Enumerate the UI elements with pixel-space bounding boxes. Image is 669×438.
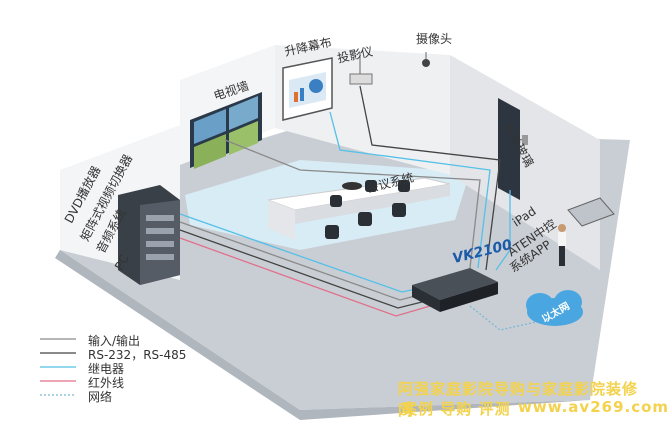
watermark-url: www.av269.com [518, 398, 669, 416]
right-wall [450, 55, 600, 270]
legend-network: 网络 [88, 390, 113, 404]
legend-ir: 红外线 [88, 376, 125, 390]
cables [179, 85, 546, 331]
watermark-tags: 案例 导购 评测 [402, 400, 511, 418]
room-diagram: 电视墙 升降幕布 投影仪 摄像头 开关玻璃 会议系统 DVD播放器 矩阵式视频切… [40, 32, 668, 420]
legend-io: 输入/输出 [88, 334, 141, 348]
door [498, 98, 520, 200]
projector [349, 52, 373, 85]
room-illustration [40, 45, 630, 420]
person [558, 224, 566, 266]
tv-wall [190, 92, 262, 169]
vk2100-device [412, 268, 498, 312]
network-cloud [526, 290, 583, 326]
switch-panel [522, 135, 528, 145]
tablet [567, 197, 615, 227]
chairs [325, 180, 410, 239]
legend-relay: 继电器 [88, 362, 125, 376]
equipment-rack [118, 185, 180, 285]
floor-rim [55, 250, 600, 420]
legend-rs: RS-232，RS-485 [88, 348, 187, 362]
camera [422, 52, 430, 67]
watermark-title: 阿强家庭影院导购与家庭影院装修网 [398, 380, 639, 419]
camera-label: 摄像头 [416, 32, 453, 46]
projection-screen [282, 57, 333, 121]
